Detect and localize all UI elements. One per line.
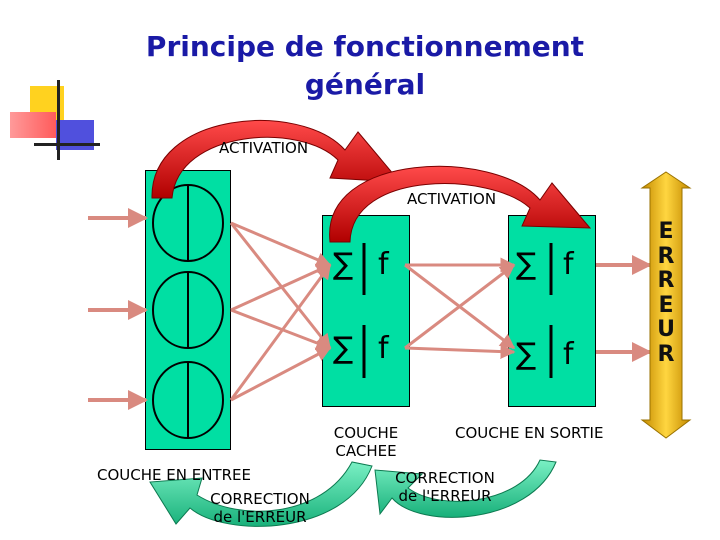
logo-horizontal-line: [34, 143, 100, 146]
input-arrows: [88, 208, 148, 410]
activation-arrow-top: [151, 120, 402, 199]
page-title: Principe de fonctionnement général: [0, 28, 720, 104]
title-line-2: général: [304, 68, 426, 101]
hidden-layer-label-line-2: CACHEE: [335, 442, 397, 460]
error-letter-1: E: [658, 219, 674, 244]
correction-right-line-2: de l'ERREUR: [398, 487, 492, 505]
hidden-layer-label-line-1: COUCHE: [333, 424, 399, 442]
error-letter-2: R: [657, 243, 675, 269]
correction-label-left: CORRECTION de l'ERREUR: [195, 490, 325, 526]
hidden-neuron-1-func: f: [378, 247, 389, 282]
error-letter-5: U: [657, 317, 675, 342]
error-letter-4: E: [658, 292, 674, 318]
activation-label-second: ACTIVATION: [407, 190, 497, 208]
title-line-1: Principe de fonctionnement: [145, 30, 585, 63]
correction-right-line-1: CORRECTION: [395, 469, 495, 487]
hidden-layer-label: COUCHE CACHEE: [320, 424, 412, 460]
input-hidden-connections: [229, 221, 332, 402]
neuron-dividers: [362, 243, 553, 378]
hidden-layer: [322, 215, 410, 407]
error-double-arrow: [640, 171, 692, 439]
hidden-neuron-2-func: f: [378, 331, 389, 366]
activation-label-top: ACTIVATION: [219, 139, 309, 157]
output-neuron-2-func: f: [563, 337, 574, 372]
input-neurons: [152, 184, 224, 439]
logo-red-square: [10, 112, 56, 138]
logo-vertical-line: [57, 80, 60, 160]
output-neuron-1-sum: ∑: [516, 247, 537, 282]
hidden-output-connections: [404, 257, 516, 359]
output-neuron-2-sum: ∑: [516, 337, 537, 372]
error-letter-3: R: [657, 268, 675, 293]
correction-left-line-1: CORRECTION: [210, 490, 310, 508]
correction-arrow-left: [149, 461, 373, 527]
correction-left-line-2: de l'ERREUR: [213, 508, 307, 526]
output-arrows: [596, 255, 652, 362]
input-layer-label: COUCHE EN ENTREE: [97, 466, 251, 484]
activation-arrow-second: [329, 165, 592, 243]
correction-label-right: CORRECTION de l'ERREUR: [380, 469, 510, 505]
error-label: E R R E U R: [646, 219, 686, 367]
error-letter-6: R: [657, 341, 675, 367]
hidden-neuron-2-sum: ∑: [333, 331, 354, 366]
hidden-neuron-1-sum: ∑: [333, 247, 354, 282]
correction-arrow-right: [374, 459, 557, 518]
output-neuron-1-func: f: [563, 247, 574, 282]
output-layer-label: COUCHE EN SORTIE: [455, 424, 604, 442]
